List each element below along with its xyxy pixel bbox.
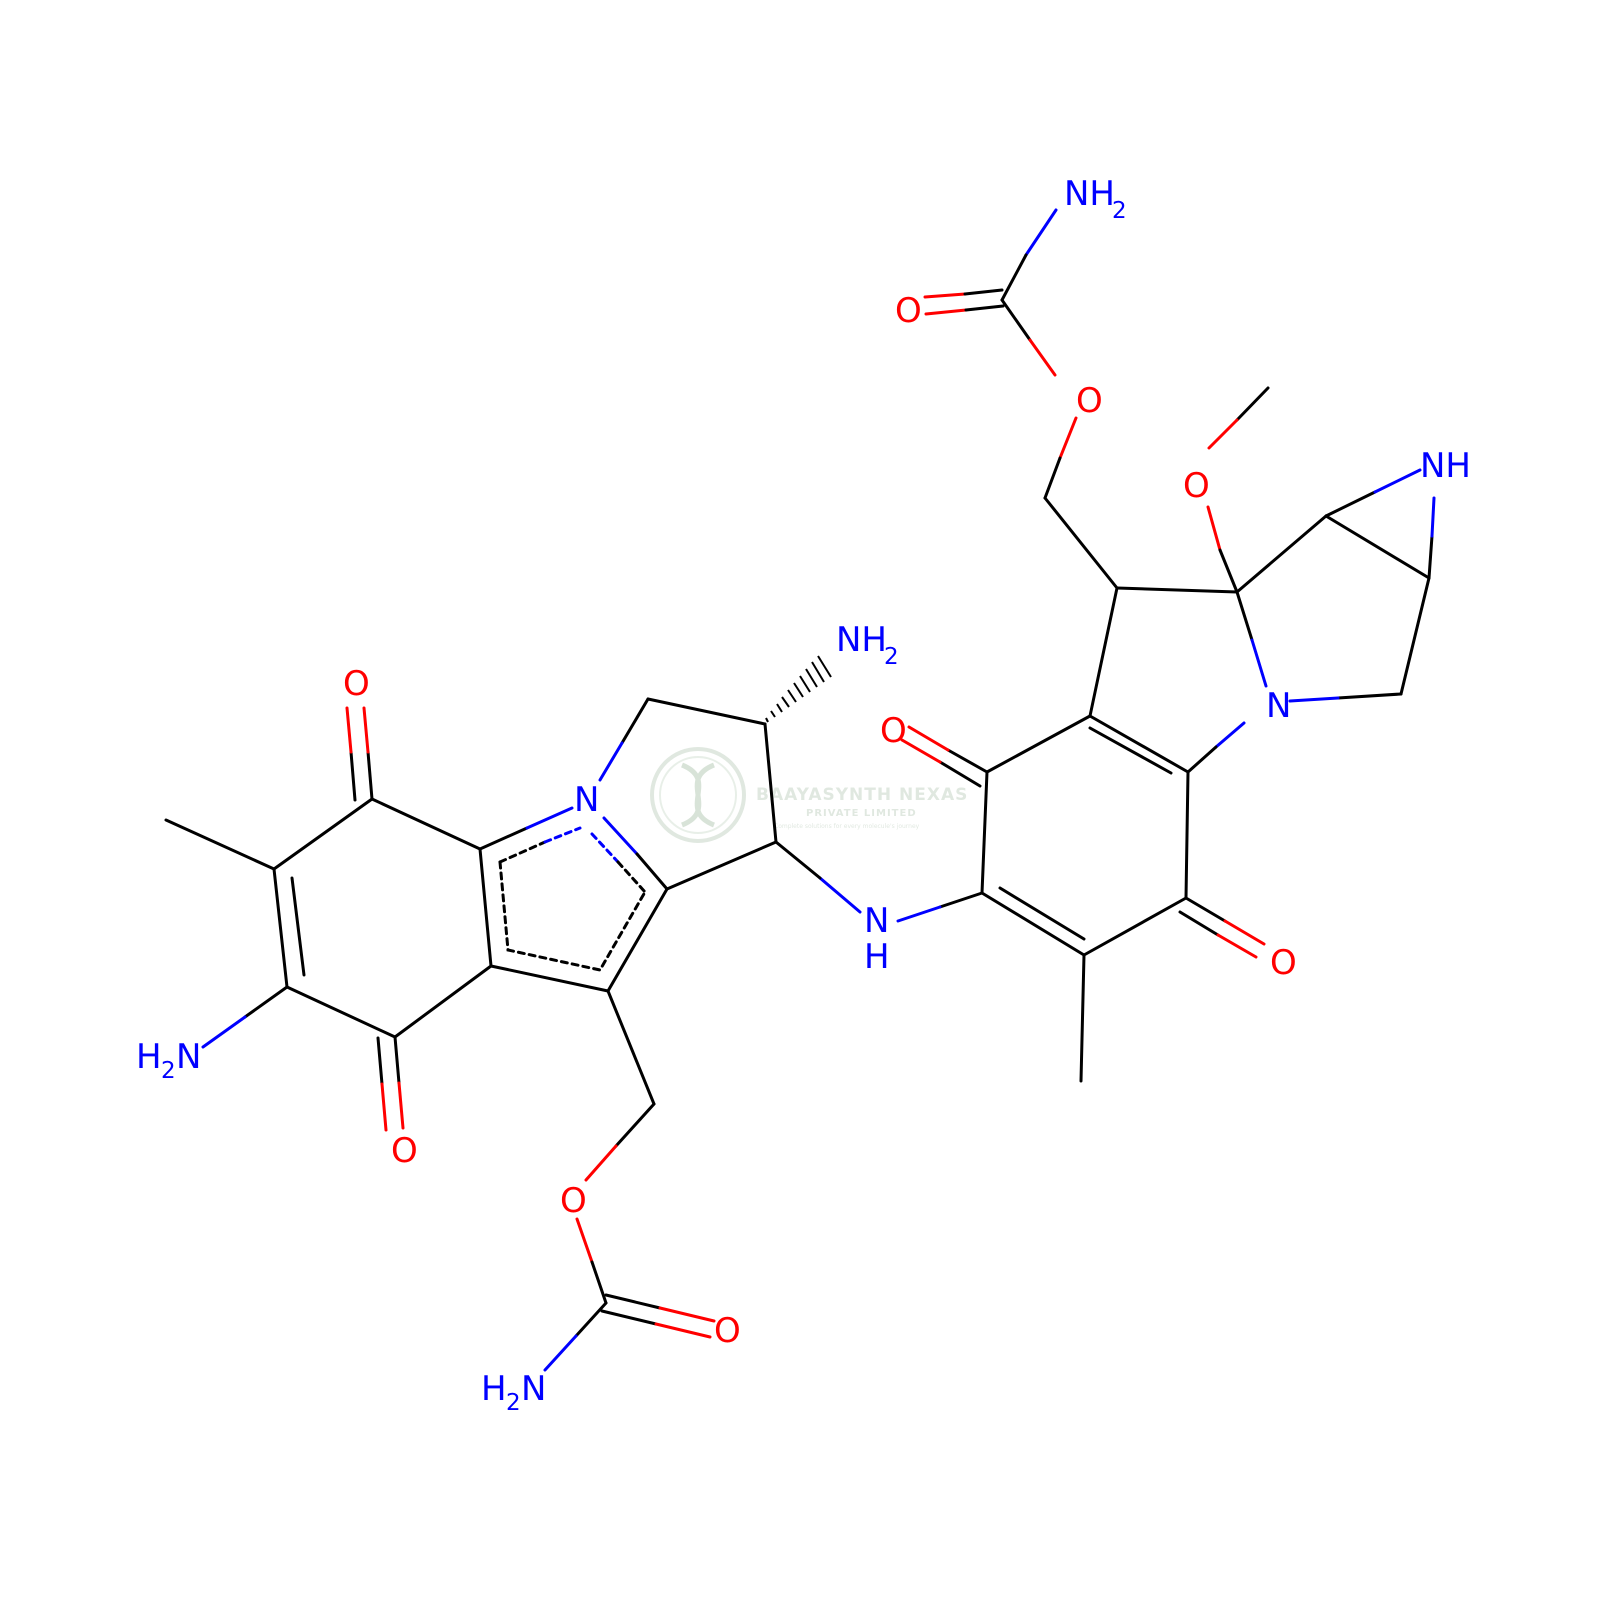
- atom-label-o-carbonyl-bottom: O: [714, 1311, 741, 1351]
- watermark: BAAYASYNTH NEXAS PRIVATE LIMITED Complet…: [650, 747, 968, 843]
- atom-label-o-methoxy: O: [1183, 466, 1210, 506]
- atom-label-nh2-stereo: NH: [836, 620, 887, 660]
- atom-label-o-ketone-bottom-left: O: [391, 1131, 418, 1171]
- dna-helix-icon: [680, 762, 716, 828]
- atom-label-h2n-bottom-n: N: [521, 1369, 546, 1409]
- watermark-tagline: Complete solutions for every molecule's …: [774, 823, 920, 830]
- atom-label-nh2-top-sub: 2: [1112, 198, 1127, 224]
- atom-label-h2n-left-sub: 2: [161, 1058, 176, 1084]
- atom-label-nh2-stereo-sub: 2: [884, 644, 899, 670]
- watermark-company: BAAYASYNTH NEXAS: [756, 785, 968, 805]
- atom-label-nh-aziridine: NH: [1420, 446, 1471, 486]
- atom-label-n-left-ring: N: [574, 780, 599, 820]
- atom-label-h2n-bottom-sub: 2: [506, 1390, 521, 1416]
- atom-label-o-ester-bottom: O: [560, 1181, 587, 1221]
- atom-label-nh-bridge-n: N: [864, 901, 889, 941]
- atom-label-n-right-ring: N: [1266, 686, 1291, 726]
- bonds-left-fragment: [164, 697, 862, 1372]
- atom-label-h2n-left-h: H: [136, 1037, 162, 1077]
- atom-label-o-ketone-bottom-right: O: [1270, 943, 1297, 983]
- watermark-subtitle: PRIVATE LIMITED: [806, 808, 917, 819]
- atom-labels: NH 2 O O O NH O N O N H NH 2 O N H 2 N O…: [136, 174, 1471, 1416]
- atom-label-o-ketone-top-right: O: [880, 711, 907, 751]
- atom-label-h2n-left-n: N: [176, 1037, 201, 1077]
- atom-label-h2n-bottom-h: H: [481, 1369, 507, 1409]
- atom-label-nh-bridge-h: H: [864, 937, 890, 977]
- watermark-logo: [650, 747, 746, 843]
- atom-label-nh2-top: NH: [1064, 174, 1115, 214]
- bonds-right-fragment: [896, 208, 1436, 1083]
- atom-label-o-ketone-top-left: O: [343, 664, 370, 704]
- atom-label-o-ester-top: O: [1076, 381, 1103, 421]
- stereo-hash-wedge: [765, 655, 832, 723]
- atom-label-o-carbonyl-top: O: [895, 291, 922, 331]
